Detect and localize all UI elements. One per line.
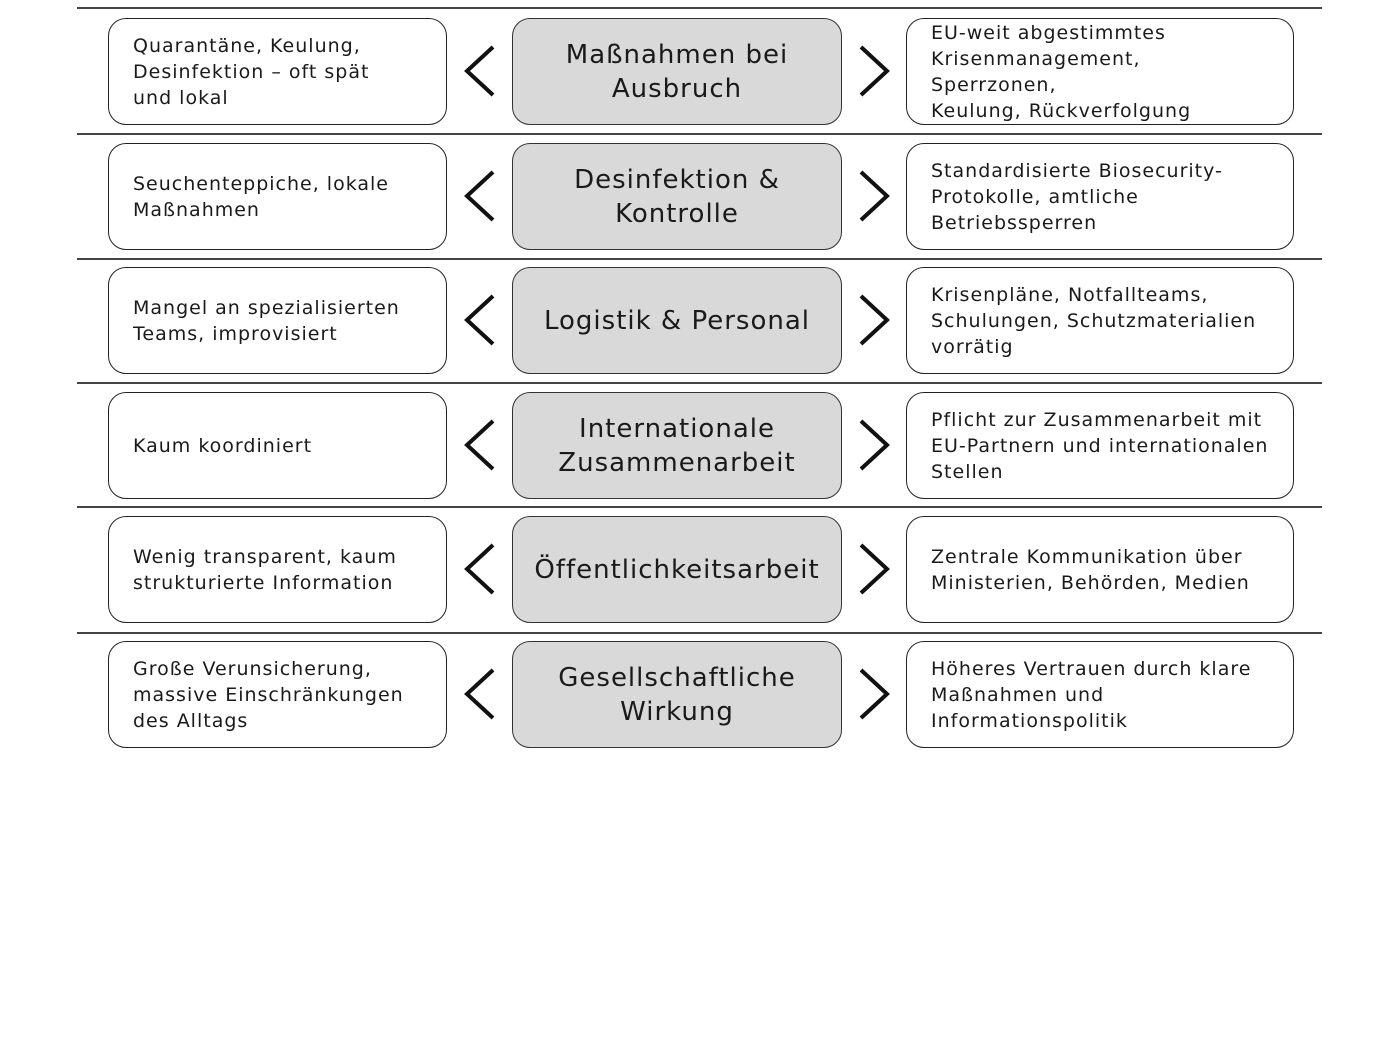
left-description-text: Quarantäne, Keulung, Desinfektion – oft … xyxy=(133,34,370,109)
left-description-text: Mangel an spezialisierten Teams, improvi… xyxy=(133,296,400,345)
right-description-text: Höheres Vertrauen durch klare Maßnahmen … xyxy=(931,657,1252,732)
chevron-left-icon xyxy=(463,292,497,348)
category-box: Öffentlichkeitsarbeit xyxy=(512,516,842,623)
chevron-right-icon xyxy=(857,43,891,99)
chevron-right-icon xyxy=(857,666,891,722)
category-label: Gesellschaftliche Wirkung xyxy=(558,662,796,727)
category-box: Logistik & Personal xyxy=(512,267,842,374)
left-description-text: Große Verunsicherung, massive Einschränk… xyxy=(133,657,404,732)
chevron-left-icon xyxy=(463,541,497,597)
left-description-text: Seuchenteppiche, lokale Maßnahmen xyxy=(133,172,389,221)
right-description-box: Höheres Vertrauen durch klare Maßnahmen … xyxy=(906,641,1294,748)
left-description-text: Wenig transparent, kaum strukturierte In… xyxy=(133,545,397,594)
chevron-left-icon xyxy=(463,666,497,722)
left-description-box: Kaum koordiniert xyxy=(108,392,447,499)
chevron-right-icon xyxy=(857,168,891,224)
category-box: Gesellschaftliche Wirkung xyxy=(512,641,842,748)
right-description-box: Krisenpläne, Notfallteams, Schulungen, S… xyxy=(906,267,1294,374)
row-divider xyxy=(77,258,1322,260)
left-description-box: Wenig transparent, kaum strukturierte In… xyxy=(108,516,447,623)
category-box: Internationale Zusammenarbeit xyxy=(512,392,842,499)
chevron-right-icon xyxy=(857,541,891,597)
left-description-box: Quarantäne, Keulung, Desinfektion – oft … xyxy=(108,18,447,125)
right-description-text: Pflicht zur Zusammenarbeit mit EU-Partne… xyxy=(931,408,1269,483)
chevron-left-icon xyxy=(463,417,497,473)
right-description-box: Zentrale Kommunikation über Ministerien,… xyxy=(906,516,1294,623)
category-box: Maßnahmen bei Ausbruch xyxy=(512,18,842,125)
right-description-box: Standardisierte Biosecurity- Protokolle,… xyxy=(906,143,1294,250)
category-label: Desinfektion & Kontrolle xyxy=(574,164,780,229)
row-divider xyxy=(77,133,1322,135)
right-description-box: Pflicht zur Zusammenarbeit mit EU-Partne… xyxy=(906,392,1294,499)
left-description-text: Kaum koordiniert xyxy=(133,434,313,457)
category-label: Maßnahmen bei Ausbruch xyxy=(565,39,789,104)
row-divider xyxy=(77,382,1322,384)
chevron-left-icon xyxy=(463,43,497,99)
left-description-box: Große Verunsicherung, massive Einschränk… xyxy=(108,641,447,748)
right-description-box: EU-weit abgestimmtes Krisenmanagement, S… xyxy=(906,18,1294,125)
row-divider xyxy=(77,7,1322,9)
chevron-right-icon xyxy=(857,417,891,473)
left-description-box: Mangel an spezialisierten Teams, improvi… xyxy=(108,267,447,374)
category-label: Logistik & Personal xyxy=(543,305,810,336)
category-box: Desinfektion & Kontrolle xyxy=(512,143,842,250)
row-divider xyxy=(77,506,1322,508)
right-description-text: EU-weit abgestimmtes Krisenmanagement, S… xyxy=(931,21,1192,122)
right-description-text: Krisenpläne, Notfallteams, Schulungen, S… xyxy=(931,283,1257,358)
row-divider xyxy=(77,632,1322,634)
category-label: Öffentlichkeitsarbeit xyxy=(534,554,820,585)
left-description-box: Seuchenteppiche, lokale Maßnahmen xyxy=(108,143,447,250)
right-description-text: Standardisierte Biosecurity- Protokolle,… xyxy=(931,159,1223,234)
category-label: Internationale Zusammenarbeit xyxy=(558,413,796,478)
chevron-left-icon xyxy=(463,168,497,224)
right-description-text: Zentrale Kommunikation über Ministerien,… xyxy=(931,545,1250,594)
chevron-right-icon xyxy=(857,292,891,348)
